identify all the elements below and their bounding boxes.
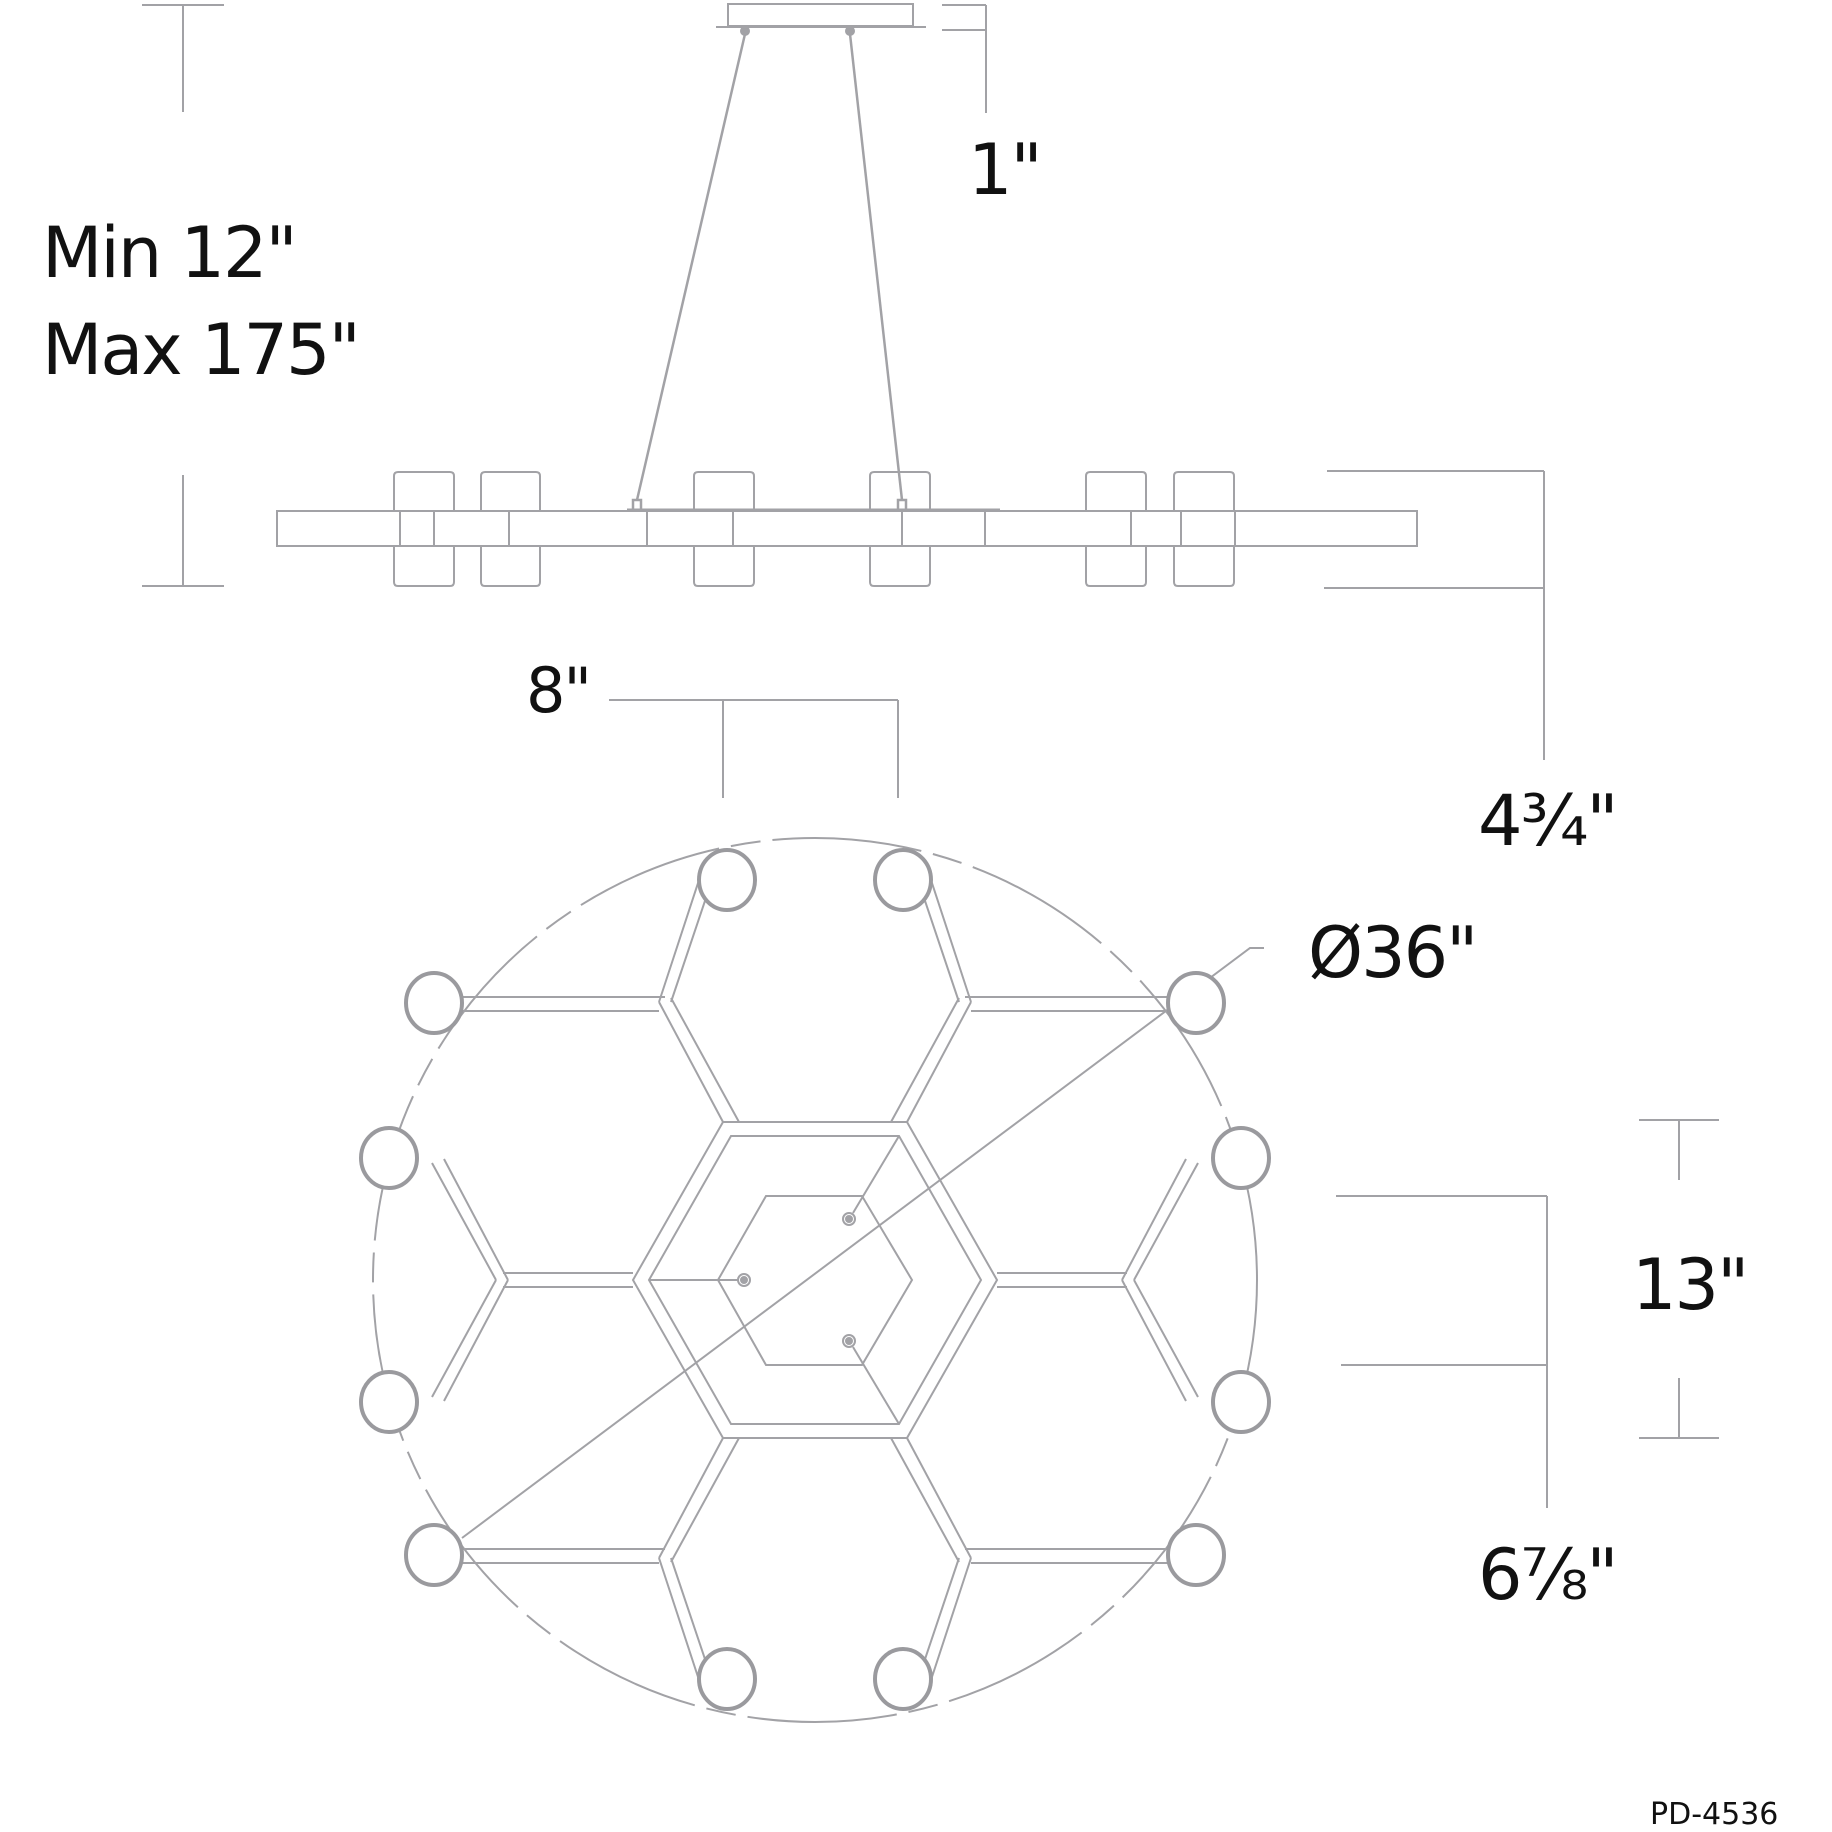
globe-icon bbox=[697, 1647, 757, 1711]
suspension-cables bbox=[631, 33, 908, 512]
fixture-height-label: 4¾" bbox=[1478, 780, 1619, 862]
globe-shades-side bbox=[393, 471, 1235, 587]
globe-icon bbox=[873, 848, 933, 912]
globe-spacing-dimension-line bbox=[609, 699, 899, 798]
fixture-height-dimension-line bbox=[1324, 470, 1545, 760]
canopy bbox=[716, 3, 926, 36]
drop-min-label: Min 12" bbox=[42, 212, 298, 294]
cable-points bbox=[649, 1135, 900, 1425]
canopy-dimension-line bbox=[942, 4, 987, 113]
globe-icon bbox=[404, 971, 464, 1035]
globes bbox=[359, 848, 1271, 1711]
hex-offset-label: 6⅞" bbox=[1478, 1534, 1619, 1616]
span-label: 13" bbox=[1632, 1244, 1749, 1326]
globe-icon bbox=[1166, 1523, 1226, 1587]
globe-icon bbox=[1211, 1126, 1271, 1190]
hex-offset-dimension-line bbox=[1336, 1195, 1548, 1508]
globe-icon bbox=[359, 1126, 419, 1190]
globe-icon bbox=[1166, 971, 1226, 1035]
globe-icon bbox=[1211, 1370, 1271, 1434]
arms bbox=[431, 876, 1199, 1684]
drop-max-label: Max 175" bbox=[42, 309, 361, 391]
span-dimension-line bbox=[1639, 1119, 1719, 1439]
elevation-view bbox=[142, 3, 1545, 760]
globe-icon bbox=[697, 848, 757, 912]
canopy-hexagon bbox=[716, 1195, 914, 1366]
globe-icon bbox=[873, 1647, 933, 1711]
diameter-leader bbox=[461, 947, 1264, 1539]
globe-icon bbox=[404, 1523, 464, 1587]
canopy-height-label: 1" bbox=[968, 129, 1043, 211]
fixture-body bbox=[276, 508, 1418, 547]
plan-view bbox=[359, 699, 1719, 1723]
drop-dimension-line bbox=[142, 4, 224, 587]
diameter-outline bbox=[372, 837, 1258, 1723]
globe-icon bbox=[359, 1370, 419, 1434]
diameter-label: Ø36" bbox=[1308, 912, 1478, 994]
model-number: PD-4536 bbox=[1650, 1797, 1779, 1832]
globe-spacing-label: 8" bbox=[526, 654, 592, 727]
